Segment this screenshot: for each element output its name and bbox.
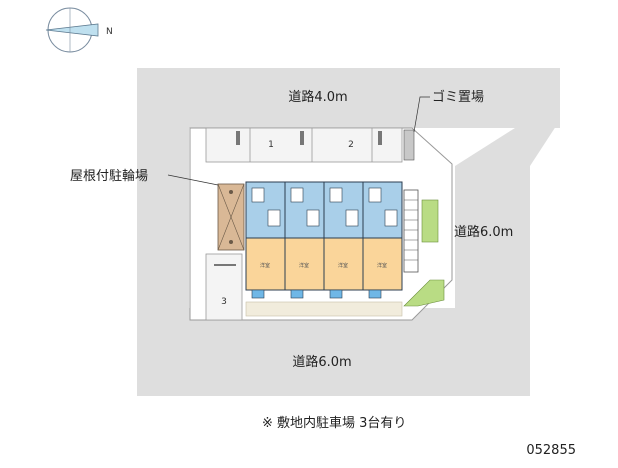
room-label-3: 洋室 <box>338 262 348 269</box>
bicycle-parking <box>217 183 245 251</box>
parking-number-2: 2 <box>348 140 354 150</box>
leader-garbage <box>413 96 430 133</box>
room-label-2: 洋室 <box>299 262 309 269</box>
gravel-strip <box>245 301 403 317</box>
garbage-label: ゴミ置場 <box>432 89 484 105</box>
unit-fixtures <box>251 187 398 227</box>
road-bottom-area <box>137 308 530 396</box>
planting-area-upper <box>421 199 439 243</box>
road-label-top: 道路4.0m <box>288 89 347 105</box>
property-id: 052855 <box>526 443 576 458</box>
leader-bicycle <box>167 174 219 186</box>
car-stop <box>214 264 236 266</box>
parking-number-1: 1 <box>268 140 274 150</box>
road-top-area <box>137 68 560 128</box>
stairs <box>403 189 419 273</box>
stair-block <box>403 189 419 273</box>
roads-area <box>137 68 560 396</box>
garbage-area <box>403 129 415 161</box>
compass-arrow-icon <box>45 23 99 37</box>
building: 洋室 洋室 洋室 洋室 <box>245 181 403 299</box>
unit-balconies <box>251 289 382 299</box>
room-label-1: 洋室 <box>260 262 270 269</box>
road-label-bottom: 道路6.0m <box>292 354 351 370</box>
road-label-right: 道路6.0m <box>454 224 513 240</box>
room-label-4: 洋室 <box>377 262 387 269</box>
parking-left: 3 <box>205 253 243 321</box>
compass: N <box>45 7 113 53</box>
road-left-area <box>137 68 189 308</box>
car-stop <box>378 131 382 145</box>
unit-dividers <box>284 182 364 290</box>
car-stop <box>236 131 240 145</box>
parking-lot-left <box>205 253 243 321</box>
parking-note: ※ 敷地内駐車場 3台有り <box>262 415 406 431</box>
planting-area-lower <box>403 279 445 307</box>
bicycle-label: 屋根付駐輪場 <box>70 168 148 184</box>
compass-north-label: N <box>106 27 113 37</box>
parking-top: 1 2 <box>205 127 403 163</box>
car-stop <box>300 131 304 145</box>
parking-number-3: 3 <box>221 297 227 307</box>
